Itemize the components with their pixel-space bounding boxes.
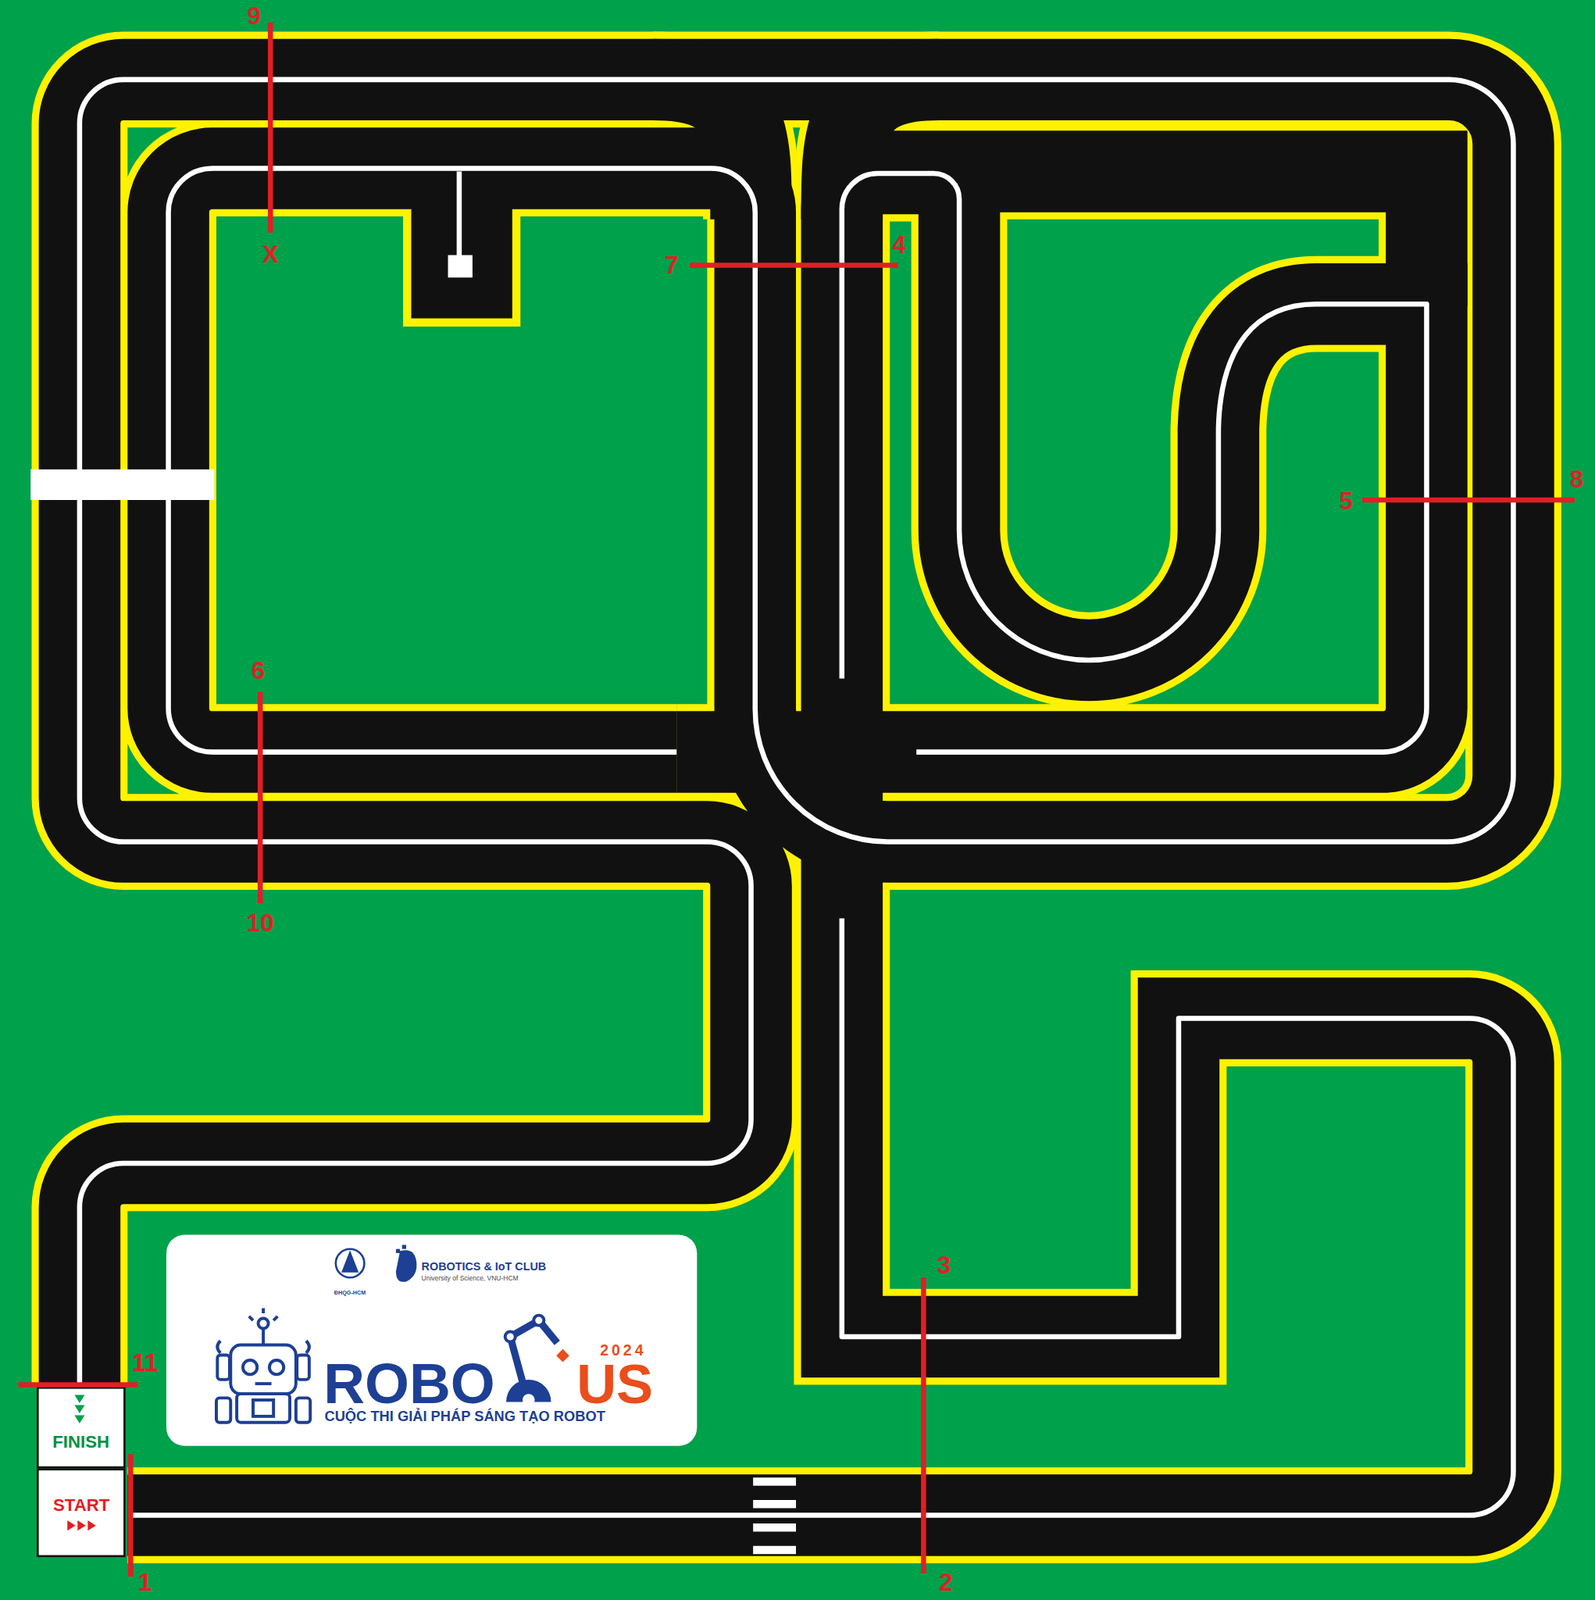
robot-icon bbox=[255, 1381, 272, 1385]
callout-number: 1 bbox=[138, 1570, 152, 1595]
robot-icon bbox=[236, 1393, 290, 1423]
start-arrows bbox=[67, 1520, 97, 1531]
crosswalk bbox=[752, 1523, 796, 1531]
logo-word: ROBO bbox=[323, 1355, 495, 1413]
robot-icon bbox=[261, 1328, 265, 1346]
club-logo bbox=[396, 1249, 418, 1282]
callout-number: 6 bbox=[251, 657, 265, 682]
checkpoint-line bbox=[689, 262, 899, 268]
logo-slogan: CUỘC THI GIẢI PHÁP SÁNG TẠO ROBOT bbox=[324, 1409, 605, 1424]
robot-icon bbox=[249, 1316, 254, 1321]
start-finish-box bbox=[37, 1469, 125, 1556]
robot-arm-icon bbox=[533, 1315, 544, 1326]
checkpoint-line bbox=[18, 22, 1575, 1577]
callout-number: 3 bbox=[937, 1252, 951, 1278]
lane-line bbox=[456, 171, 463, 257]
callout-number: 5 bbox=[1338, 488, 1353, 514]
start-box: START bbox=[37, 1469, 125, 1556]
checkpoint-bar bbox=[30, 469, 215, 500]
university-logo bbox=[342, 1252, 357, 1272]
robot-icon bbox=[230, 1344, 297, 1394]
robot-arm-icon bbox=[510, 1320, 557, 1381]
checkpoint-line bbox=[18, 1381, 139, 1388]
logo-panel: ĐHQG-HCM ROBOTICS & IoT CLUB University of… bbox=[166, 1234, 697, 1446]
lane-line bbox=[79, 79, 1514, 1516]
robot-icon bbox=[216, 1397, 231, 1422]
callout-number: 2 bbox=[938, 1570, 953, 1595]
parking-mark bbox=[448, 255, 473, 279]
callout-number: 9 bbox=[247, 3, 261, 29]
crosswalk bbox=[752, 1499, 796, 1508]
university-logo bbox=[335, 1248, 365, 1278]
start-arrows bbox=[87, 1520, 96, 1531]
start-finish-box bbox=[37, 1387, 125, 1556]
robot-arm-icon bbox=[505, 1315, 570, 1406]
callout-number: 8 bbox=[1570, 467, 1584, 492]
club-subtitle: University of Science, VNU-HCM bbox=[421, 1275, 519, 1282]
road-surface bbox=[79, 79, 1514, 1386]
start-finish-box bbox=[37, 1387, 125, 1467]
lane-line bbox=[132, 918, 1514, 1516]
road-surface bbox=[79, 79, 1514, 1516]
robot-icon bbox=[273, 1316, 278, 1321]
robot-icon bbox=[296, 1397, 311, 1422]
checkpoint-line bbox=[128, 1453, 134, 1577]
university-logo bbox=[335, 1248, 365, 1278]
robot-icon bbox=[269, 1359, 284, 1374]
callout-number: X bbox=[262, 242, 279, 267]
logo-word: US bbox=[576, 1355, 653, 1412]
callout-number: 4 bbox=[892, 232, 906, 257]
robot-icon bbox=[217, 1355, 230, 1380]
finish-arrows bbox=[74, 1394, 85, 1403]
finish-arrows bbox=[74, 1415, 85, 1424]
club-logo bbox=[396, 1244, 418, 1281]
start-arrows bbox=[67, 1520, 75, 1531]
robot-arm-icon bbox=[522, 1393, 536, 1406]
robot-arm-icon bbox=[556, 1348, 570, 1363]
logo-year: 2024 bbox=[599, 1341, 646, 1358]
finish-text: FINISH bbox=[52, 1432, 110, 1450]
callout-number: 10 bbox=[246, 910, 275, 935]
crosswalk bbox=[752, 1477, 796, 1554]
robot-icon bbox=[261, 1307, 265, 1314]
robot-arm-icon bbox=[505, 1330, 516, 1342]
start-text: START bbox=[53, 1495, 110, 1513]
lane-line bbox=[79, 79, 1514, 1386]
start-arrows bbox=[77, 1520, 86, 1531]
club-logo bbox=[396, 1248, 400, 1253]
checkpoint-line bbox=[267, 22, 274, 233]
finish-arrows bbox=[74, 1405, 85, 1414]
crosswalk bbox=[752, 1545, 796, 1554]
finish-arrows bbox=[74, 1394, 85, 1424]
crosswalk bbox=[752, 1477, 796, 1485]
road-edge bbox=[79, 79, 1514, 1516]
club-name: ROBOTICS & IoT CLUB bbox=[421, 1260, 547, 1272]
robot-icon bbox=[217, 1340, 310, 1353]
club-logo bbox=[402, 1244, 407, 1249]
callout-number: 7 bbox=[664, 253, 678, 278]
road-surface bbox=[652, 79, 751, 220]
robot-icon bbox=[242, 1359, 257, 1374]
callout-number: 11 bbox=[132, 1350, 158, 1375]
logo-panel bbox=[166, 1234, 697, 1446]
checkpoint-line bbox=[257, 692, 264, 903]
university-name: ĐHQG-HCM bbox=[334, 1290, 366, 1296]
robot-icon bbox=[253, 1399, 274, 1417]
checkpoint-line bbox=[1362, 497, 1575, 504]
finish-box: FINISH bbox=[37, 1387, 125, 1467]
lane-line bbox=[842, 173, 1428, 753]
robot-icon bbox=[216, 1307, 311, 1422]
checkpoint-line bbox=[920, 1277, 927, 1574]
robot-icon bbox=[258, 1318, 269, 1329]
robot-icon bbox=[296, 1355, 310, 1380]
